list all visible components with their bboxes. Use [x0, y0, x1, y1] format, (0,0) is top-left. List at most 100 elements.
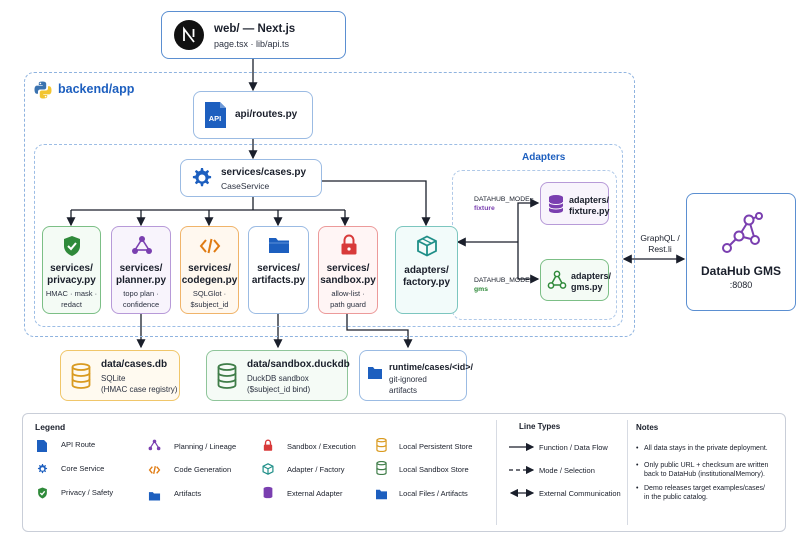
duckdb-title: data/sandbox.duckdb	[247, 359, 350, 370]
cases-db-store: data/cases.db SQLite (HMAC case registry…	[60, 350, 180, 401]
legend-api-icon	[37, 439, 47, 457]
backend-label: backend/app	[58, 82, 135, 96]
factory-title2: factory.py	[402, 277, 451, 288]
fixture-mode-key: DATAHUB_MODE=	[474, 196, 534, 203]
planner-service-node: services/ planner.py topo plan · confide…	[111, 226, 171, 314]
gms-mode-value: gms	[474, 286, 488, 293]
note-1: •	[636, 445, 639, 452]
folder-icon	[268, 236, 290, 259]
green-graph-icon	[547, 270, 567, 295]
legend-core-service: Core Service	[61, 464, 105, 473]
privacy-sub1: HMAC · mask ·	[45, 289, 98, 298]
gms-mode-key: DATAHUB_MODE=	[474, 277, 534, 284]
lock-icon	[340, 234, 358, 261]
legend-divider-1	[496, 420, 497, 525]
planner-sub1: topo plan ·	[123, 289, 159, 298]
codegen-service-node: services/ codegen.py SQLGlot · $subject_…	[180, 226, 239, 314]
note-1-line1: All data stays in the private deployment…	[644, 445, 768, 452]
sandbox-service-node: services/ sandbox.py allow-list · path g…	[318, 226, 378, 314]
gms-mode-label: DATAHUB_MODE= gms	[474, 276, 534, 294]
sandbox-sub1: allow-list ·	[331, 289, 365, 298]
graphql-label: GraphQL / Rest.li	[632, 233, 688, 255]
api-route-icon: API	[203, 101, 227, 134]
gms-adapter-node: adapters/ gms.py	[540, 259, 611, 301]
sandbox-title1: services/	[326, 263, 370, 274]
note-2: •	[636, 462, 639, 469]
web-title: web/ — Next.js	[214, 23, 296, 35]
legend-gear-icon	[36, 462, 48, 480]
factory-adapter-node: adapters/ factory.py	[395, 226, 458, 314]
artifacts-service-node: services/ artifacts.py	[248, 226, 309, 314]
legend-amber-db-icon	[376, 437, 387, 457]
sandbox-sub2: path guard	[330, 300, 366, 309]
api-icon-text: API	[209, 114, 222, 123]
factory-title1: adapters/	[404, 265, 449, 276]
web-sub: page.tsx · lib/api.ts	[214, 39, 290, 49]
fixture-adapter-node: adapters/ fixture.py	[540, 182, 610, 225]
python-icon	[33, 80, 53, 105]
fixture-title2: fixture.py	[569, 206, 610, 216]
legend-privacy-safety: Privacy / Safety	[61, 488, 114, 497]
legend-external-adapter: External Adapter	[287, 489, 343, 498]
legend-divider-2	[627, 420, 628, 525]
note-3: •	[636, 485, 639, 492]
graphql-line2: Rest.li	[648, 244, 672, 254]
note-2-line1: Only public URL + checksum are written	[644, 462, 769, 469]
legend-panel	[22, 413, 786, 532]
datahub-title: DataHub GMS	[700, 264, 781, 278]
duckdb-sub2: ($subject_id bind)	[247, 385, 311, 394]
privacy-title1: services/	[50, 263, 93, 274]
legend-adapter-factory: Adapter / Factory	[287, 465, 345, 474]
legend-sandbox: Sandbox / Execution	[287, 442, 356, 451]
artifacts-title1: services/	[257, 263, 300, 274]
legend-lock-icon	[263, 439, 273, 457]
cases-db-sub1: SQLite	[101, 374, 126, 383]
legend-cube-icon	[262, 462, 274, 480]
cases-db-title: data/cases.db	[101, 359, 168, 370]
amber-database-icon	[71, 363, 91, 394]
codegen-sub1: SQLGlot ·	[192, 289, 227, 298]
codegen-title2: codegen.py	[181, 275, 238, 286]
codegen-title1: services/	[188, 263, 231, 274]
fixture-title1: adapters/	[569, 195, 610, 205]
blue-folder-icon	[367, 366, 383, 385]
planner-sub2: confidence	[122, 300, 160, 309]
fixture-mode-value: fixture	[474, 205, 495, 212]
legend-title: Legend	[35, 422, 66, 432]
legend-local-sandbox: Local Sandbox Store	[399, 465, 469, 474]
note-3-line2: in the public catalog.	[644, 494, 708, 501]
gms-title2: gms.py	[571, 282, 603, 292]
gear-icon	[189, 166, 213, 195]
backend-group	[24, 72, 635, 337]
line-type-function: Function / Data Flow	[539, 443, 608, 452]
note-2-line2: back to DataHub (institutionalMemory).	[644, 471, 765, 478]
runtime-title: runtime/cases/<id>/	[389, 362, 474, 372]
routes-title: api/routes.py	[235, 109, 298, 120]
legend-blue-folder-icon	[375, 487, 388, 505]
graphql-line1: GraphQL /	[640, 233, 680, 243]
cases-sub: CaseService	[221, 181, 270, 191]
cube-icon	[416, 235, 438, 262]
note-3-line1: Demo releases target examples/cases/	[644, 485, 765, 492]
line-type-mode: Mode / Selection	[539, 466, 595, 475]
legend-folder-icon	[148, 488, 161, 506]
api-routes-node: API api/routes.py	[193, 91, 313, 139]
notes-title: Notes	[636, 423, 659, 432]
line-type-external: External Communication	[539, 489, 621, 498]
legend-purple-db-icon	[263, 486, 273, 504]
privacy-title2: privacy.py	[47, 275, 96, 286]
cases-service-node: services/cases.py CaseService	[180, 159, 322, 197]
green-database-icon	[217, 363, 237, 394]
purple-database-icon	[548, 194, 564, 219]
nextjs-icon	[174, 20, 204, 50]
legend-shield-icon	[37, 486, 48, 504]
runtime-cases-store: runtime/cases/<id>/ git-ignored artifact…	[359, 350, 473, 401]
planner-title1: services/	[119, 263, 163, 274]
line-type-samples	[509, 442, 535, 498]
legend-artifacts: Artifacts	[174, 489, 202, 498]
cases-title: services/cases.py	[221, 167, 307, 178]
datahub-gms-node: DataHub GMS :8080	[686, 193, 796, 311]
privacy-sub2: redact	[61, 300, 82, 309]
legend-code-generation: Code Generation	[174, 465, 232, 474]
